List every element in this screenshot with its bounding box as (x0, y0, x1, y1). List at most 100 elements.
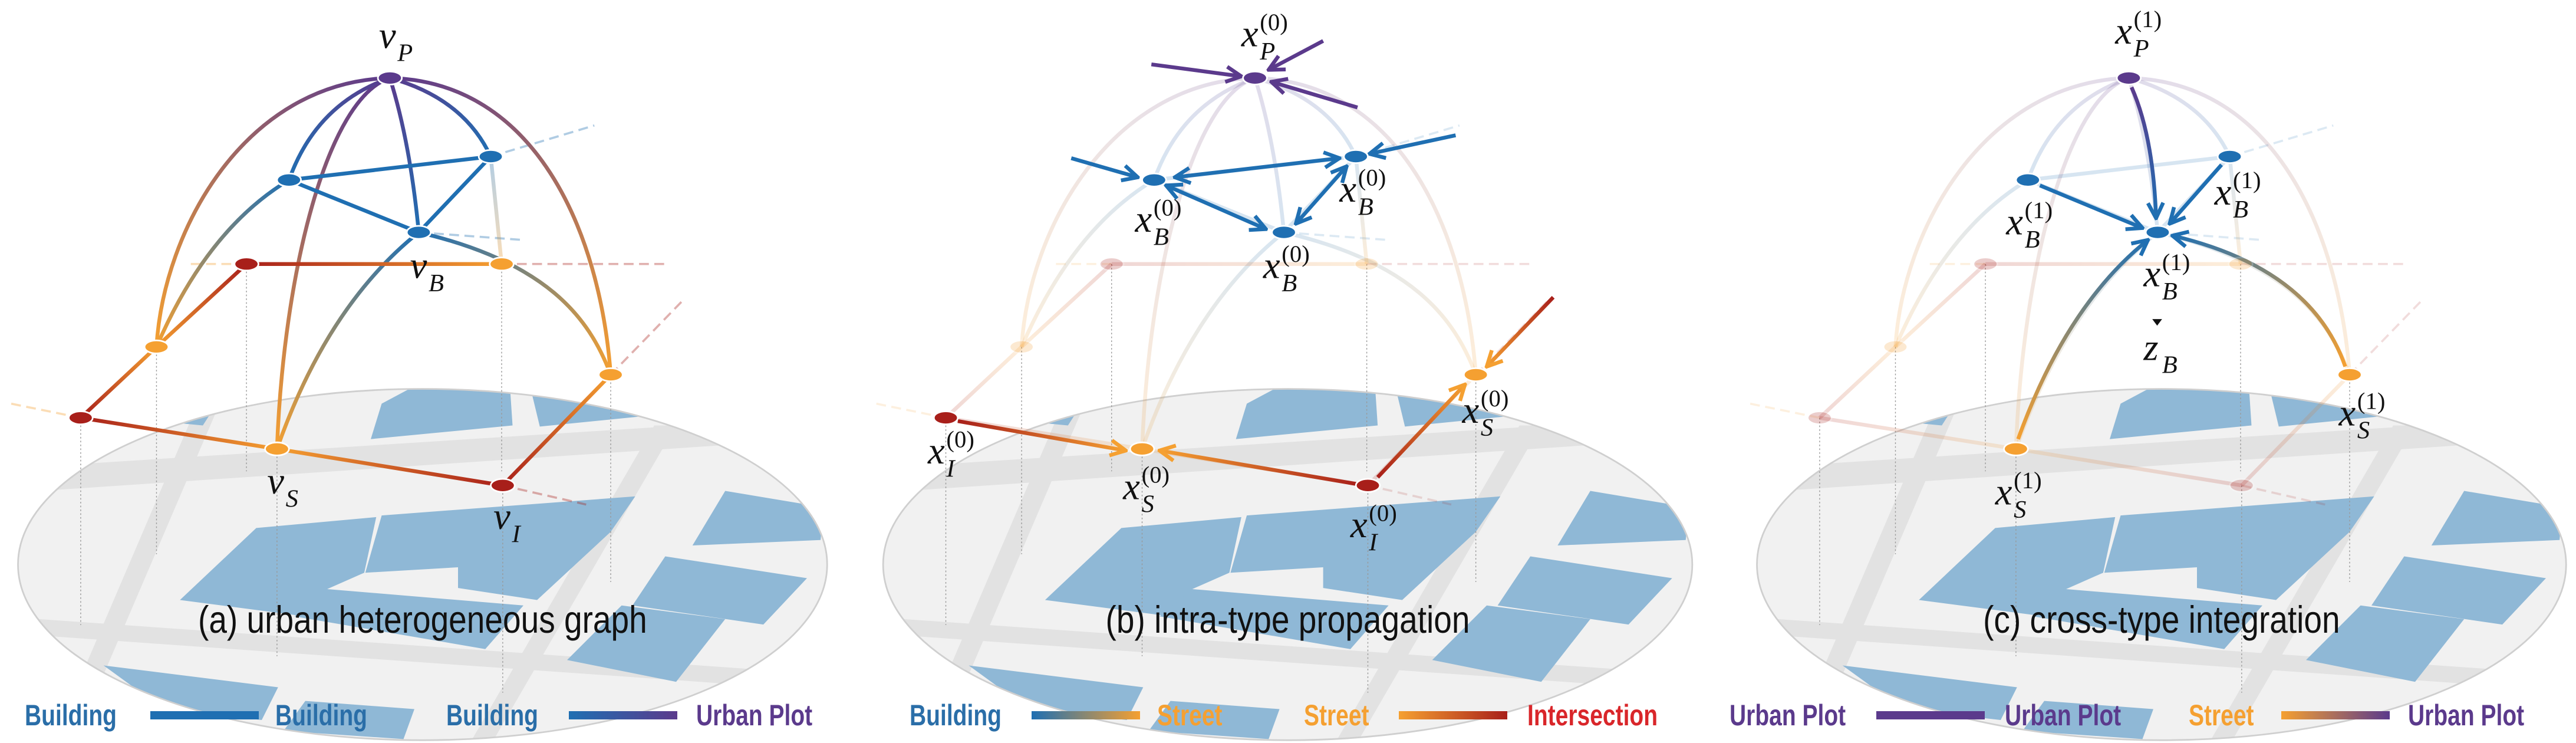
label-superscript: (0) (1142, 462, 1170, 488)
label-base: x (1135, 198, 1152, 241)
node-b2 (477, 149, 504, 164)
dangling-edge (2348, 298, 2425, 376)
edge-I3-S3 (501, 373, 612, 487)
map-street (883, 415, 1692, 494)
label-subscript: S (2014, 496, 2026, 524)
street-map (18, 389, 828, 741)
label-superscript: (1) (2025, 197, 2053, 223)
label-base: v (267, 460, 284, 502)
node-s4 (1129, 441, 1155, 456)
node-b1 (276, 172, 302, 188)
label-superscript: (1) (2134, 6, 2162, 32)
map-building (365, 496, 635, 600)
node-s3 (2337, 367, 2363, 382)
edge-B1-B2 (288, 154, 491, 182)
node-label: vS (267, 460, 298, 512)
label-superscript: (0) (1481, 385, 1508, 412)
legend-to-label: Urban Plot (2408, 699, 2525, 732)
node-i2 (68, 410, 94, 426)
map-edge (17, 388, 828, 741)
edge-B3-S4 (1140, 231, 1286, 450)
node-label: x(1)P (2114, 6, 2162, 63)
node-i2 (1807, 410, 1833, 426)
label-base: x (1263, 245, 1280, 287)
edge-B2-S2 (489, 156, 504, 265)
edge-B3-S3 (418, 230, 613, 376)
label-base: x (1241, 13, 1259, 55)
edge-B1-S1 (1020, 178, 1155, 348)
node-label: x(0)P (1241, 9, 1288, 65)
map-building (2033, 589, 2262, 649)
node-p (377, 70, 403, 86)
dangling-edge (11, 402, 81, 419)
edge-P-S1 (154, 76, 390, 347)
label-subscript: I (512, 520, 522, 548)
label-base: x (927, 430, 945, 472)
map-building (371, 389, 513, 439)
label-superscript: (0) (1358, 164, 1386, 190)
message-arrow (1487, 295, 1555, 366)
dangling-edge (875, 402, 946, 419)
edge-P-S3 (1254, 76, 1478, 375)
node-label: x(1)B (2143, 249, 2190, 305)
dangling-edge (2229, 124, 2334, 158)
label-subscript: B (1154, 223, 1169, 251)
node-i1 (1098, 257, 1125, 272)
edge-P-B1 (287, 76, 391, 181)
map-street (18, 415, 828, 494)
node-s1 (1009, 339, 1035, 354)
node-label: x(0)B (1339, 164, 1386, 221)
label-superscript: (0) (1369, 499, 1396, 526)
label-superscript: (1) (2162, 249, 2190, 275)
node-i2 (933, 410, 959, 426)
label-superscript: (0) (946, 426, 974, 453)
legend-from-label: Street (1304, 699, 1369, 732)
node-i1 (1972, 257, 1998, 272)
node-label: x(1)B (2214, 167, 2261, 223)
edge-P-S1 (1893, 76, 2129, 347)
label-subscript: B (2162, 278, 2178, 305)
legend-from-label: Building (910, 699, 1002, 732)
message-arrow (1175, 158, 1339, 177)
label-base: x (1122, 465, 1140, 508)
label-subscript: S (286, 485, 298, 512)
edge-I2-S4 (80, 416, 278, 451)
message-arrow (1070, 156, 1138, 177)
edge-P-B3 (1253, 77, 1286, 233)
label-base: z (2143, 327, 2158, 369)
node-s2 (489, 257, 515, 272)
legend-from-label: Street (2189, 699, 2254, 732)
node-s1 (143, 339, 170, 354)
edge-I3-S3 (2240, 373, 2351, 487)
node-i3 (1355, 478, 1381, 493)
message-arrow (2039, 183, 2143, 228)
map-building (1236, 389, 1378, 439)
node-s3 (598, 367, 624, 382)
map-building (567, 605, 726, 682)
legend-edge-swatch (1032, 711, 1140, 719)
edge-S4-I3 (276, 447, 503, 488)
node-b1 (2015, 172, 2041, 188)
map-building (1045, 517, 1241, 617)
panel-caption: (c) cross-type integration (1983, 599, 2340, 641)
node-label: x(0)S (1462, 385, 1509, 442)
panel-caption: (b) intra-type propagation (1106, 599, 1470, 641)
map-building (2104, 496, 2374, 600)
label-base: x (1995, 471, 2012, 514)
message-arrow (1271, 82, 1358, 110)
edge-S1-I2 (944, 345, 1023, 419)
map-building (1919, 517, 2116, 617)
map-building (1497, 556, 1672, 625)
edge-S4-I3 (2015, 447, 2242, 488)
dangling-edge (1283, 231, 1389, 241)
node-label: vP (379, 14, 413, 67)
legend-to-label: Urban Plot (696, 699, 813, 732)
edge-P-B3 (388, 77, 421, 233)
message-arrow (1151, 62, 1241, 76)
label-subscript: I (1368, 528, 1378, 556)
street-map (1757, 389, 2567, 741)
edge-P-S4 (2014, 76, 2130, 449)
map-building (284, 701, 414, 739)
